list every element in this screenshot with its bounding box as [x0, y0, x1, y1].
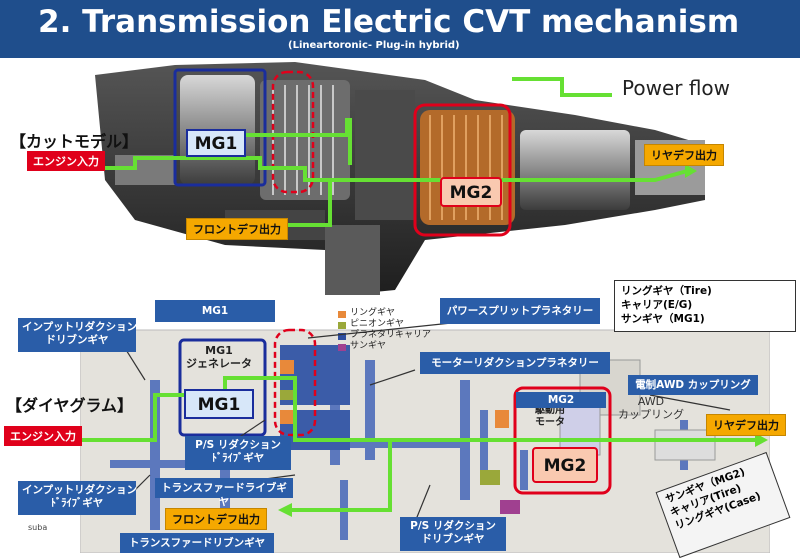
ps-reduction-driven-gear-label: P/S リダクション ドリブンギヤ — [400, 517, 506, 551]
title-banner — [0, 0, 800, 58]
power-split-planetary-label: パワースプリットプラネタリー — [440, 298, 600, 324]
transfer-driven-gear-label: トランスファードリブンギヤ — [120, 533, 274, 553]
diagram-mg1-header: MG1 — [155, 300, 275, 322]
page-title: 2. Transmission Electric CVT mechanism — [38, 4, 740, 40]
transfer-drive-gear-label: トランスファードライブギヤ — [155, 478, 293, 508]
footer-brand-fragment: suba — [28, 523, 48, 532]
input-reduction-driven-gear-label: インプットリダクション ドリブンギヤ — [18, 318, 137, 352]
motor-reduction-planetary-label: モーターリダクションプラネタリー — [420, 352, 610, 374]
diagram-engine-input-label: エンジン入力 — [4, 426, 82, 446]
diagram-awd-coupling-text: AWD カップリング — [618, 395, 684, 421]
cutaway-engine-input-label: エンジン入力 — [27, 151, 105, 171]
power-flow-legend-label: Power flow — [622, 76, 731, 100]
power-flow-legend-line — [512, 77, 612, 97]
electric-awd-coupling-label: 電制AWD カップリング — [628, 375, 758, 395]
cutaway-model-illustration — [95, 62, 705, 295]
gear-legend-carrier: プラネタリキャリア — [350, 330, 432, 340]
diagram-mg2-header: MG2 — [516, 392, 606, 408]
cutaway-mg1-label: MG1 — [186, 129, 246, 157]
diagram-section-label: 【ダイヤグラム】 — [6, 396, 134, 415]
gear-legend-pinion: ピニオンギヤ — [350, 319, 405, 329]
gear-legend-sun: サンギヤ — [350, 341, 387, 351]
diagram-mg2-label: MG2 — [532, 447, 598, 483]
cutaway-section-label: 【カットモデル】 — [10, 132, 139, 151]
input-reduction-drive-gear-label: インプットリダクション ﾄﾞﾗｲﾌﾞギヤ — [18, 481, 137, 515]
gear-legend-ring: リングギヤ — [350, 308, 396, 318]
diagram-rear-diff-output-label: リヤデフ出力 — [706, 414, 786, 436]
diagram-mg2-motor-text: 駆動用 モータ — [535, 405, 565, 428]
diagram-front-diff-output-label: フロントデフ出力 — [165, 508, 267, 530]
page-subtitle: (Lineartoronic- Plug-in hybrid) — [288, 40, 460, 51]
cutaway-mg2-label: MG2 — [440, 177, 502, 207]
cutaway-front-diff-output-label: フロントデフ出力 — [186, 218, 288, 240]
cutaway-rear-diff-output-label: リヤデフ出力 — [644, 144, 724, 166]
gear-type-legend: リングギヤ ピニオンギヤ プラネタリキャリア サンギヤ — [350, 308, 431, 352]
diagram-mg1-generator-text: MG1 ジェネレータ — [186, 344, 252, 370]
diagram-mg1-label: MG1 — [184, 389, 254, 419]
power-split-members-note: リングギヤ（Tire) キャリア(E/G) サンギヤ（MG1) — [614, 280, 796, 332]
ps-reduction-drive-gear-label: P/S リダクション ﾄﾞﾗｲﾌﾞギヤ — [185, 436, 291, 470]
